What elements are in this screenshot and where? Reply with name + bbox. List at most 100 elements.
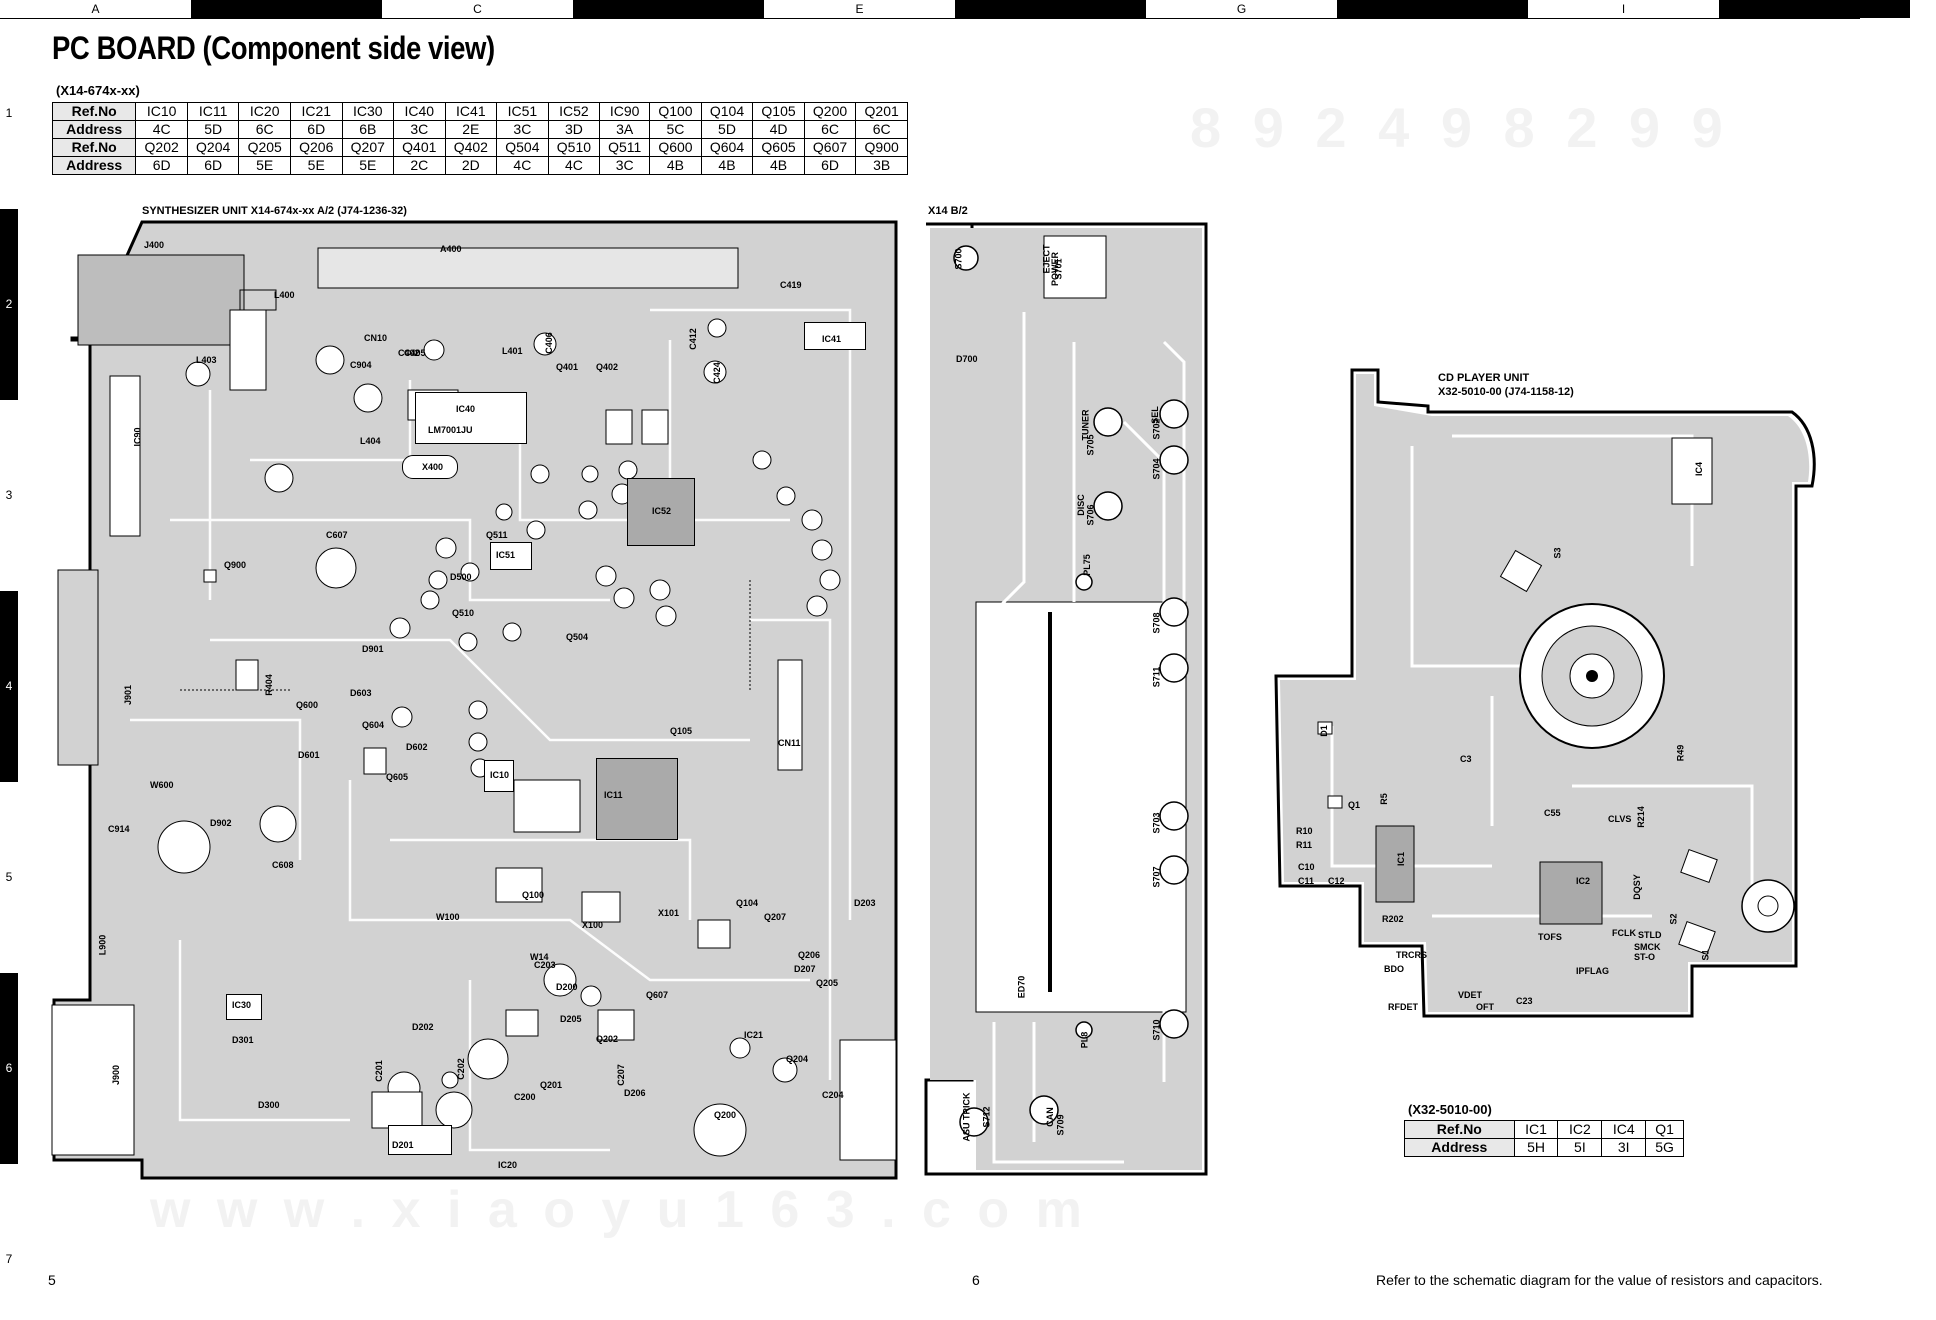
table-cell: IC1 bbox=[1513, 1120, 1559, 1139]
component-label: Q100 bbox=[522, 890, 545, 900]
component-label: VDET bbox=[1458, 990, 1483, 1000]
component-label: Q504 bbox=[566, 632, 589, 642]
ruler-underline bbox=[0, 18, 1860, 19]
component-label: IC1 bbox=[1396, 851, 1407, 867]
component-label: L401 bbox=[502, 346, 523, 356]
table-cell: 5C bbox=[649, 120, 702, 139]
table-cell: 5D bbox=[186, 120, 240, 139]
synth-unit-label: SYNTHESIZER UNIT X14-674x-xx A/2 (J74-12… bbox=[142, 205, 407, 217]
table-cell: 3C bbox=[496, 120, 549, 139]
table-cell: 3I bbox=[1601, 1138, 1647, 1157]
component-label: C11 bbox=[1298, 876, 1315, 886]
table-cell: 5E bbox=[341, 156, 395, 175]
table-cell: Q1 bbox=[1645, 1120, 1684, 1139]
component-label: S706 bbox=[1085, 504, 1096, 526]
ic40-chip bbox=[415, 392, 527, 444]
table-cell: Q604 bbox=[700, 138, 754, 157]
table-cell: 6D bbox=[289, 120, 343, 139]
component-label: R5 bbox=[1378, 793, 1389, 805]
table2-caption: (X32-5010-00) bbox=[1408, 1102, 1492, 1117]
component-label: D200 bbox=[556, 982, 578, 992]
component-label: C201 bbox=[373, 1060, 384, 1082]
component-label: Q607 bbox=[646, 990, 669, 1000]
component-label: C10 bbox=[1298, 862, 1315, 872]
row-ruler-label: 3 bbox=[5, 487, 13, 502]
component-label: C424 bbox=[711, 362, 722, 384]
component-label: C406 bbox=[543, 332, 554, 354]
table-cell: Q402 bbox=[444, 138, 498, 157]
table-cell: 4B bbox=[649, 156, 702, 175]
x400-crystal bbox=[402, 455, 458, 479]
table-cell: Q207 bbox=[341, 138, 395, 157]
table-cell: Q206 bbox=[289, 138, 343, 157]
component-label: Q900 bbox=[224, 560, 247, 570]
component-label: C202 bbox=[455, 1058, 466, 1080]
ic51-chip bbox=[490, 542, 532, 570]
table-cell: 5H bbox=[1513, 1138, 1559, 1157]
table-cell: Q201 bbox=[855, 102, 908, 121]
table-cell: 3C bbox=[393, 120, 446, 139]
component-label: Q510 bbox=[452, 608, 475, 618]
component-label: J400 bbox=[144, 240, 165, 250]
component-label: X101 bbox=[658, 908, 680, 918]
component-label: Q201 bbox=[540, 1080, 563, 1090]
component-label: IC40 bbox=[456, 404, 476, 414]
component-label: DISC bbox=[1075, 494, 1086, 516]
component-label: IC51 bbox=[496, 550, 516, 560]
component-label: IC30 bbox=[232, 1000, 252, 1010]
table-cell: IC2 bbox=[1557, 1120, 1603, 1139]
component-label: RFDET bbox=[1388, 1002, 1418, 1012]
component-label: CN11 bbox=[778, 738, 801, 748]
component-label: C12 bbox=[1328, 876, 1345, 886]
component-label: J901 bbox=[123, 684, 134, 706]
table-cell: 6C bbox=[238, 120, 291, 139]
table-cell: 4B bbox=[752, 156, 805, 175]
row-ruler-label: 1 bbox=[5, 105, 13, 120]
row-ruler-cell: 6 bbox=[0, 973, 18, 1164]
table-cell: IC20 bbox=[238, 102, 291, 121]
page-title: PC BOARD (Component side view) bbox=[52, 30, 495, 66]
component-label: J900 bbox=[111, 1064, 122, 1086]
table-cell: Q510 bbox=[547, 138, 601, 157]
component-label: OFT bbox=[1476, 1002, 1494, 1012]
table-cell: 2E bbox=[444, 120, 498, 139]
table-cell: IC90 bbox=[599, 102, 651, 121]
table-cell: 4C bbox=[547, 156, 601, 175]
component-label: D901 bbox=[362, 644, 384, 654]
component-label: D902 bbox=[210, 818, 232, 828]
component-label: IC41 bbox=[822, 334, 842, 344]
component-label: Q200 bbox=[714, 1110, 737, 1120]
component-label: ST-O bbox=[1634, 952, 1656, 962]
component-label: S700 bbox=[953, 248, 964, 270]
row-ruler-label: 7 bbox=[5, 1251, 13, 1266]
row-ruler-cell: 3 bbox=[0, 400, 18, 591]
component-label: Q600 bbox=[296, 700, 319, 710]
table-cell: 6B bbox=[341, 120, 395, 139]
component-label: Q202 bbox=[596, 1034, 619, 1044]
column-ruler-cell: J bbox=[1719, 0, 1910, 18]
component-label: S709 bbox=[1055, 1114, 1066, 1136]
component-label: R49 bbox=[1675, 744, 1686, 762]
component-label: IC21 bbox=[744, 1030, 764, 1040]
component-label: R214 bbox=[1635, 806, 1646, 828]
component-label: S710 bbox=[1151, 1019, 1162, 1041]
table-cell: 5I bbox=[1557, 1138, 1603, 1157]
table-cell: 4B bbox=[700, 156, 754, 175]
component-label: C55 bbox=[1544, 808, 1561, 818]
table-cell: 3A bbox=[599, 120, 651, 139]
table-cell: Q504 bbox=[496, 138, 549, 157]
table-row-header: Address bbox=[51, 156, 137, 175]
component-label: S701 bbox=[1053, 258, 1064, 280]
page-number-left: 5 bbox=[48, 1272, 56, 1288]
table-cell: 3D bbox=[547, 120, 601, 139]
table-cell: Q205 bbox=[238, 138, 291, 157]
component-label: D300 bbox=[258, 1100, 280, 1110]
table-cell: 6D bbox=[803, 156, 857, 175]
table-row-header: Address bbox=[1404, 1138, 1515, 1157]
table1-caption: (X14-674x-xx) bbox=[56, 83, 140, 98]
watermark-digits: 8 9 2 4 9 8 2 9 9 bbox=[1190, 96, 1731, 159]
ic30-chip bbox=[226, 994, 262, 1020]
component-label: Q1 bbox=[1348, 800, 1361, 810]
